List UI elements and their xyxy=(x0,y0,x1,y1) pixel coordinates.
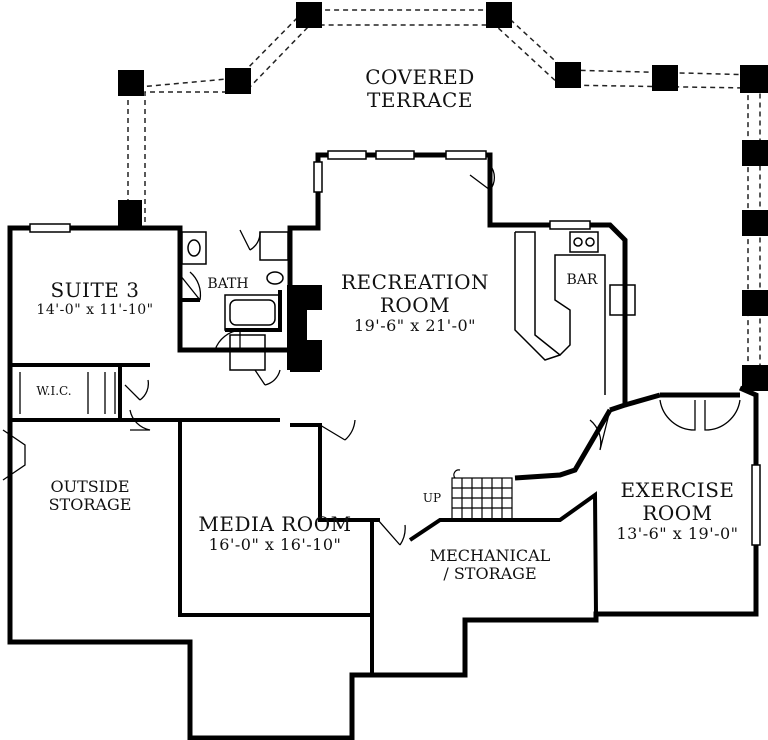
mechanical-storage-line1: MECHANICAL xyxy=(429,546,551,565)
outside-storage-label: OUTSIDE STORAGE xyxy=(15,477,165,515)
recreation-room-line2: ROOM xyxy=(379,293,451,317)
bar-label: BAR xyxy=(566,272,598,288)
recreation-room-dims: 19'-6" x 21'-0" xyxy=(353,316,477,335)
terrace-outline xyxy=(127,9,761,390)
recreation-room-label: RECREATION ROOM 19'-6" x 21'-0" xyxy=(325,271,505,335)
windows xyxy=(29,150,761,546)
fireplace xyxy=(287,285,322,370)
bar-counter xyxy=(514,231,636,395)
bath-label: BATH xyxy=(207,276,249,292)
media-room-name: MEDIA ROOM xyxy=(198,512,352,536)
bath-fixtures xyxy=(181,231,289,371)
covered-terrace-line2: TERRACE xyxy=(367,88,473,112)
exercise-room-line2: ROOM xyxy=(642,501,713,525)
stair-up-label: UP xyxy=(422,491,442,505)
outside-storage-line2: STORAGE xyxy=(48,495,132,515)
exercise-room-label: EXERCISE ROOM 13'-6" x 19'-0" xyxy=(600,479,755,543)
outside-storage-line1: OUTSIDE xyxy=(50,477,130,496)
terrace-columns xyxy=(118,2,768,391)
exercise-room-dims: 13'-6" x 19'-0" xyxy=(616,524,739,543)
recreation-room-line1: RECREATION xyxy=(340,270,490,294)
suite-3-name: SUITE 3 xyxy=(50,278,140,302)
stair xyxy=(451,469,513,521)
covered-terrace-line1: COVERED xyxy=(365,65,475,89)
mechanical-storage-label: MECHANICAL / STORAGE xyxy=(400,546,580,584)
exterior-walls xyxy=(7,152,759,740)
exercise-room-line1: EXERCISE xyxy=(620,478,735,502)
media-room-dims: 16'-0" x 16'-10" xyxy=(208,535,342,554)
suite-3-dims: 14'-0" x 11'-10" xyxy=(36,302,154,318)
door-swings xyxy=(2,164,741,546)
mechanical-storage-line2: / STORAGE xyxy=(443,564,537,584)
wic-closet xyxy=(19,372,116,414)
wic-label: W.I.C. xyxy=(36,384,72,398)
media-room-label: MEDIA ROOM 16'-0" x 16'-10" xyxy=(180,513,370,554)
covered-terrace-label: COVERED TERRACE xyxy=(340,66,500,112)
suite-3-label: SUITE 3 14'-0" x 11'-10" xyxy=(10,278,180,319)
